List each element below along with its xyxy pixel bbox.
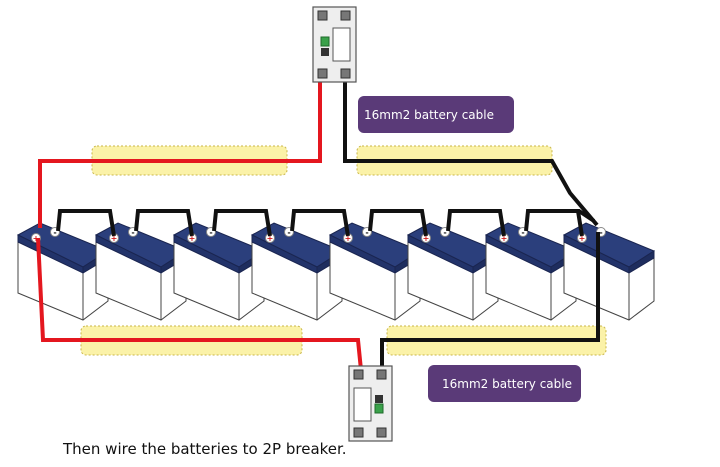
- battery-8: +-: [562, 222, 656, 321]
- battery-4: +-: [250, 222, 344, 321]
- jumper-wire-6: [446, 209, 506, 237]
- positive-cable-bottom: [36, 237, 363, 371]
- negative-cable-top: [343, 80, 599, 227]
- cable-callout-bottom: 16mm2 battery cable: [428, 365, 581, 402]
- battery-6: +-: [406, 222, 500, 321]
- positive-terminal-label: +: [579, 234, 586, 243]
- breaker-switch-bottom: [374, 403, 384, 414]
- jumper-wire-3: [212, 209, 272, 237]
- positive-terminal-label: +: [345, 234, 352, 243]
- negative-terminal-label: -: [365, 228, 368, 237]
- battery-2: +-: [94, 222, 188, 321]
- negative-terminal-label: -: [287, 228, 290, 237]
- breaker-bottom: [348, 365, 393, 442]
- diagram-caption: Then wire the batteries to 2P breaker.: [63, 440, 347, 458]
- battery-1: +-: [16, 222, 110, 321]
- battery-7: +-: [484, 222, 578, 321]
- cable-callout-top: 16mm2 battery cable: [358, 96, 514, 133]
- battery-bank: +-+-+-+-+-+-+-+-: [16, 222, 656, 321]
- battery-5: +-: [328, 222, 422, 321]
- negative-cable-bottom: [380, 232, 600, 370]
- negative-terminal-label: -: [521, 228, 524, 237]
- series-jumpers: [56, 209, 596, 237]
- positive-terminal-label: +: [33, 234, 40, 243]
- jumper-wire-4: [290, 209, 350, 237]
- positive-terminal-label: +: [189, 234, 196, 243]
- negative-terminal-label: -: [599, 228, 602, 237]
- jumper-wire-5: [368, 209, 428, 237]
- positive-terminal-label: +: [267, 234, 274, 243]
- positive-terminal-label: +: [423, 234, 430, 243]
- positive-terminal-label: +: [501, 234, 508, 243]
- jumper-wire-2: [134, 209, 194, 237]
- negative-terminal-label: -: [443, 228, 446, 237]
- battery-3: +-: [172, 222, 266, 321]
- positive-terminal-label: +: [111, 234, 118, 243]
- negative-terminal-label: -: [53, 228, 56, 237]
- breaker-top: [312, 6, 357, 83]
- jumper-wire-1: [56, 209, 116, 237]
- negative-terminal-label: -: [209, 228, 212, 237]
- breaker-switch-top: [320, 36, 330, 47]
- positive-cable-top: [38, 80, 322, 228]
- negative-terminal-label: -: [131, 228, 134, 237]
